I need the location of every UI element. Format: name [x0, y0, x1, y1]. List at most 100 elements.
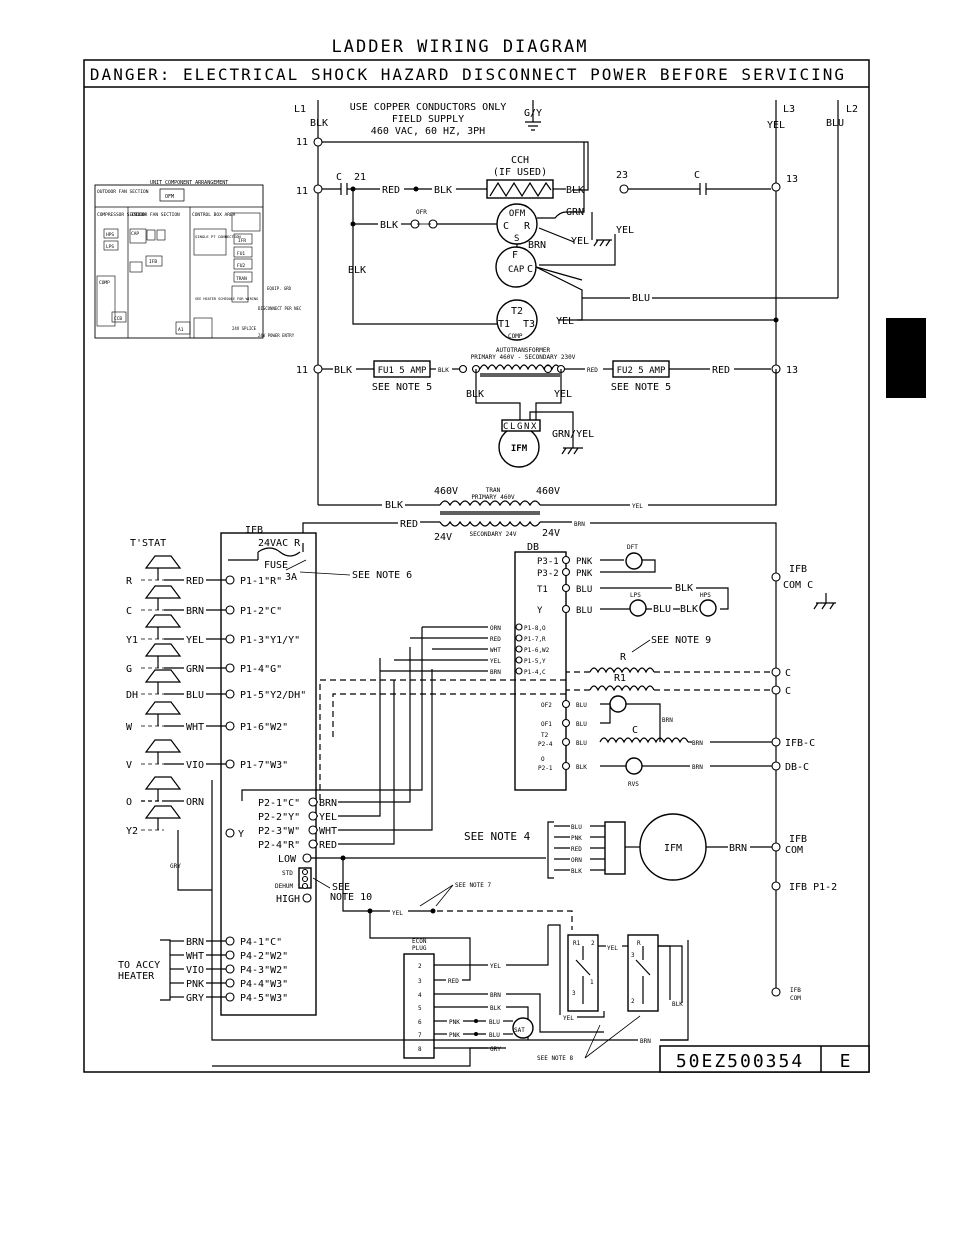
db-terminal: [561, 604, 571, 614]
cch-red-wire: RED: [382, 185, 400, 196]
econ-plug-b: PLUG: [412, 945, 427, 952]
econ-wire-color: PNK: [449, 1032, 460, 1039]
econ-run: [212, 1047, 506, 1067]
ifb-low: LOW: [278, 854, 297, 865]
compressor: [496, 299, 538, 341]
inset-single: SINGLE PT CONNECTION: [195, 234, 241, 239]
ifb-p2-terminal: [308, 839, 318, 849]
ifb-p2-pin: P2-4"R": [258, 840, 300, 851]
ifb-p4-pin: P4-3"W2": [240, 965, 288, 976]
fu1-blk: BLK: [334, 365, 352, 376]
tstat-terminal-icon: [144, 614, 182, 639]
fu2-red-out: RED: [712, 365, 730, 376]
ifb-p4-terminal: [225, 936, 235, 946]
ifm-grnyel: GRN/YEL: [552, 429, 594, 440]
comp-yel: YEL: [556, 316, 574, 327]
relay-r1-pin2: 2: [591, 940, 595, 947]
db-terminal: [561, 555, 571, 565]
db-p1-wire: RED: [490, 636, 501, 643]
tstat-term-label: C: [126, 606, 132, 617]
tran-yel: YEL: [632, 503, 643, 510]
ofm-s: S: [514, 234, 519, 244]
ifb-p2-run: [338, 647, 411, 803]
sec-red: RED: [400, 519, 418, 530]
ifm-hv-yel: YEL: [554, 389, 572, 400]
term-21: 21: [354, 172, 366, 183]
ifb-com-a: IFB: [789, 834, 807, 845]
tstat-terminal-icon: [144, 776, 182, 801]
ifb-com-c-a: IFB: [789, 564, 807, 575]
ofm-label: OFM: [509, 209, 526, 219]
db-p1-pin: P1-7,R: [524, 636, 546, 643]
dft-label: DFT: [627, 544, 638, 551]
tstat-terminal-icon: [144, 555, 182, 580]
econ-wire-color: YEL: [490, 963, 501, 970]
tran-blk: BLK: [385, 500, 403, 511]
cap-c: C: [527, 264, 533, 275]
p4-wire-color: VIO: [186, 965, 204, 976]
db-p1-terminal: [515, 645, 523, 653]
econ-run: [506, 925, 549, 966]
db-p1-terminal: [515, 623, 523, 631]
fu1-blk-out: BLK: [438, 367, 449, 374]
db-p1-wire: ORN: [490, 625, 501, 632]
db-pin: P3-2: [537, 569, 559, 579]
accy-heater-b: HEATER: [118, 971, 155, 982]
relay-r1-label: R1: [573, 940, 581, 947]
relay-r-pin3: 3: [631, 952, 635, 959]
tran-secondary-label: SECONDARY 24V: [470, 531, 517, 538]
ifb-p4-pin: P4-4"W3": [240, 979, 288, 990]
sec-brn: BRN: [574, 521, 585, 528]
fu1-note: SEE NOTE 5: [372, 382, 432, 393]
ifb-p4-terminal: [225, 992, 235, 1002]
db-p1-pin: P1-8,O: [524, 625, 546, 632]
ifb-p2-color: YEL: [319, 812, 337, 823]
inset-comp: COMP: [99, 280, 110, 286]
inset-tran: TRAN: [236, 276, 247, 282]
tran-label: TRAN: [486, 487, 501, 494]
ifb-p1-terminal: [225, 721, 235, 731]
tran-460-left: 460V: [434, 486, 458, 497]
see-note-9: SEE NOTE 9: [651, 635, 711, 646]
comp-t1: T1: [498, 319, 510, 330]
inset-control: CONTROL BOX AREA: [192, 212, 236, 218]
db-p1-terminal: [515, 634, 523, 642]
db-wire: PNK: [576, 557, 593, 567]
ifb-board: [220, 532, 317, 1016]
yel-note7: YEL: [392, 910, 403, 917]
term-13-a: 13: [786, 174, 798, 185]
cch-label: CCH: [511, 155, 529, 166]
econ-pin: 7: [418, 1032, 422, 1039]
fuse-amp: 3A: [285, 572, 297, 583]
tstat-term-label: G: [126, 664, 132, 675]
econ-wire-color2: BLU: [489, 1019, 500, 1026]
ifb-p1-terminal: [225, 575, 235, 585]
lps-switch: [629, 599, 647, 617]
doc-number: 50EZ500354: [676, 1051, 804, 1072]
db-lower-pin2: P2-4: [538, 741, 553, 748]
ifb-p2-run: [338, 680, 395, 845]
econ-wire-color: RED: [448, 978, 459, 985]
ofr-label: OFR: [416, 209, 427, 216]
tstat-wire-color: BLU: [186, 690, 204, 701]
db-pin: T1: [537, 585, 548, 595]
econ-plug-a: ECON: [412, 938, 427, 945]
high-voltage-section: USE COPPER CONDUCTORS ONLY FIELD SUPPLY …: [294, 100, 858, 995]
inset-entry: 24V POWER ENTRY: [258, 333, 295, 338]
c-brn: BRN: [692, 740, 703, 747]
ifb-p2-pin: P2-1"C": [258, 798, 300, 809]
diagram-frame: [83, 59, 870, 1073]
ifm-plug-color: BLK: [571, 868, 582, 875]
ifb-p1-terminal: [225, 663, 235, 673]
db-wire: BLU: [576, 585, 592, 595]
econ-pin: 5: [418, 1005, 422, 1012]
ifm-plug-color: ORN: [571, 857, 582, 864]
coil-r: [589, 667, 655, 674]
sat-label: SAT: [514, 1027, 525, 1034]
db-lower-wire: BLU: [576, 702, 587, 709]
ifb-com-c-b: COM C: [783, 580, 813, 591]
l3-label: L3: [783, 104, 795, 115]
ifb-com2-b: COM: [790, 995, 801, 1002]
ifb-p4-pin: P4-2"W2": [240, 951, 288, 962]
